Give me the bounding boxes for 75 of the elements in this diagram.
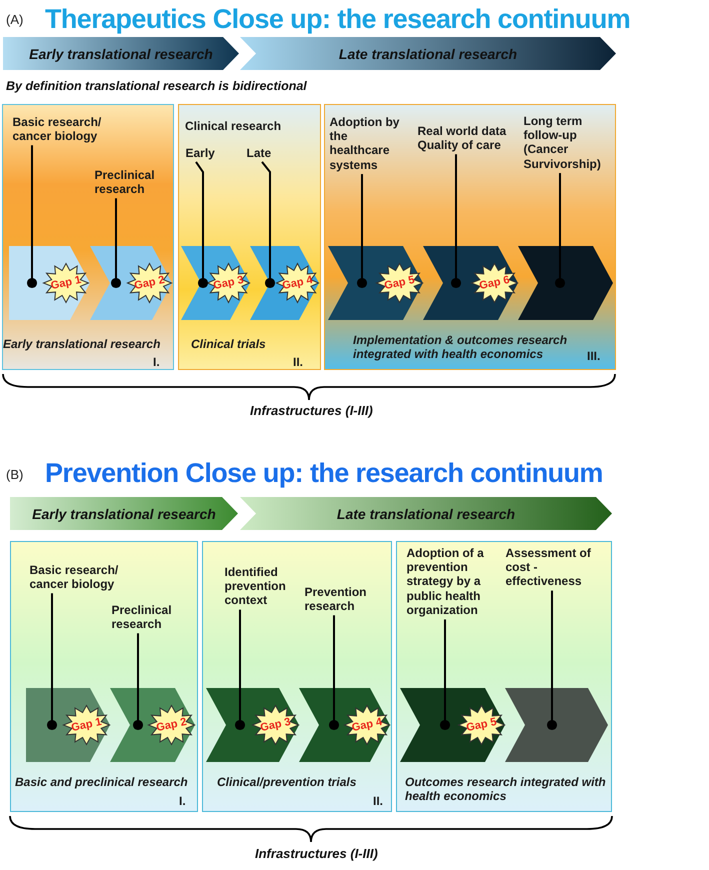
gap-starburst: Gap 4 xyxy=(344,704,390,744)
stage-title: Outcomes research integrated with health economics xyxy=(405,775,607,804)
stage-title: Clinical trials xyxy=(191,337,267,352)
stage-number: I. xyxy=(153,355,161,370)
step-label: Real world data Quality of care xyxy=(418,124,518,152)
panel-letter: (A) xyxy=(6,12,24,27)
leader-line xyxy=(554,173,566,288)
gap-starburst: Gap 2 xyxy=(148,704,194,744)
step-label: Late xyxy=(246,146,286,160)
stage-number: II. xyxy=(293,355,304,370)
step-label: Identified prevention context xyxy=(224,564,300,608)
stage-title: Early translational research xyxy=(3,337,162,352)
chevron-shape xyxy=(90,246,172,320)
stage-number: III. xyxy=(587,349,602,364)
leader-line xyxy=(450,154,462,288)
chevron-shape xyxy=(298,688,390,762)
gap-starburst: Gap 2 xyxy=(126,262,172,302)
stage-number: I. xyxy=(179,794,187,808)
chevron-shape xyxy=(422,246,518,320)
panel-title: Prevention Close up: the research continuum xyxy=(45,458,603,489)
gap-starburst: Gap 3 xyxy=(252,704,298,744)
gap-starburst: Gap 1 xyxy=(42,262,88,302)
gap-starburst: Gap 5 xyxy=(376,262,422,302)
chevron-shape xyxy=(328,246,422,320)
stage-panel xyxy=(202,541,392,812)
step-label: Assessment of cost - effectiveness xyxy=(506,546,606,589)
chevron-shape xyxy=(8,246,90,320)
gap-starburst: Gap 6 xyxy=(470,262,518,302)
brace-label: Infrastructures (I-III) xyxy=(255,846,378,861)
chevron-shape xyxy=(518,246,612,320)
stage-number: II. xyxy=(373,794,384,808)
leader-line xyxy=(195,161,208,288)
leader-line xyxy=(26,145,38,288)
chevron-shape xyxy=(26,688,110,762)
stage-panel xyxy=(396,541,612,812)
step-label: Basic research/ cancer biology xyxy=(12,114,132,144)
chevron-shape xyxy=(180,246,250,320)
leader-line xyxy=(234,610,246,730)
leader-line xyxy=(328,615,340,730)
stage-panel xyxy=(10,541,198,812)
chevron-shape xyxy=(206,688,298,762)
note-text: By definition translational research is bidirectional xyxy=(6,79,307,93)
stage-title: Basic and preclinical research xyxy=(15,775,189,790)
stage-panel xyxy=(324,104,616,370)
brace-label: Infrastructures (I-III) xyxy=(250,403,373,418)
stage-title: Clinical/prevention trials xyxy=(217,775,358,790)
step-label: Early xyxy=(186,146,226,160)
leader-line xyxy=(546,590,558,730)
chevron-shape xyxy=(504,688,608,762)
stage-panel xyxy=(178,104,321,370)
step-label: Basic research/ cancer biology xyxy=(30,562,150,592)
leader-line xyxy=(110,198,122,288)
step-label: Prevention research xyxy=(304,584,384,614)
stage-heading: Clinical research xyxy=(185,119,282,134)
step-label: Long term follow-up (Cancer Survivorship) xyxy=(524,114,614,172)
step-label: Preclinical research xyxy=(94,168,164,196)
leader-line xyxy=(356,174,368,288)
leader-line xyxy=(132,633,144,730)
chevron-shape xyxy=(110,688,194,762)
step-label: Preclinical research xyxy=(112,602,192,632)
leader-line xyxy=(46,593,58,730)
stage-title: Implementation & outcomes research integrated with health economics xyxy=(353,333,568,362)
step-label: Adoption by the healthcare systems xyxy=(330,114,410,172)
panel-letter: (B) xyxy=(6,467,24,482)
chevron-shape xyxy=(250,246,318,320)
gap-starburst: Gap 3 xyxy=(206,262,250,302)
gap-starburst: Gap 4 xyxy=(276,262,318,302)
step-label: Adoption of a prevention strategy by a public health organization xyxy=(406,546,502,618)
chevron-shape xyxy=(400,688,504,762)
stage-panel xyxy=(2,104,174,370)
panel-title: Therapeutics Close up: the research continuum xyxy=(45,4,630,35)
leader-line xyxy=(440,619,450,730)
gap-starburst: Gap 5 xyxy=(458,704,504,744)
leader-line xyxy=(261,161,276,288)
gap-starburst: Gap 1 xyxy=(62,704,110,744)
